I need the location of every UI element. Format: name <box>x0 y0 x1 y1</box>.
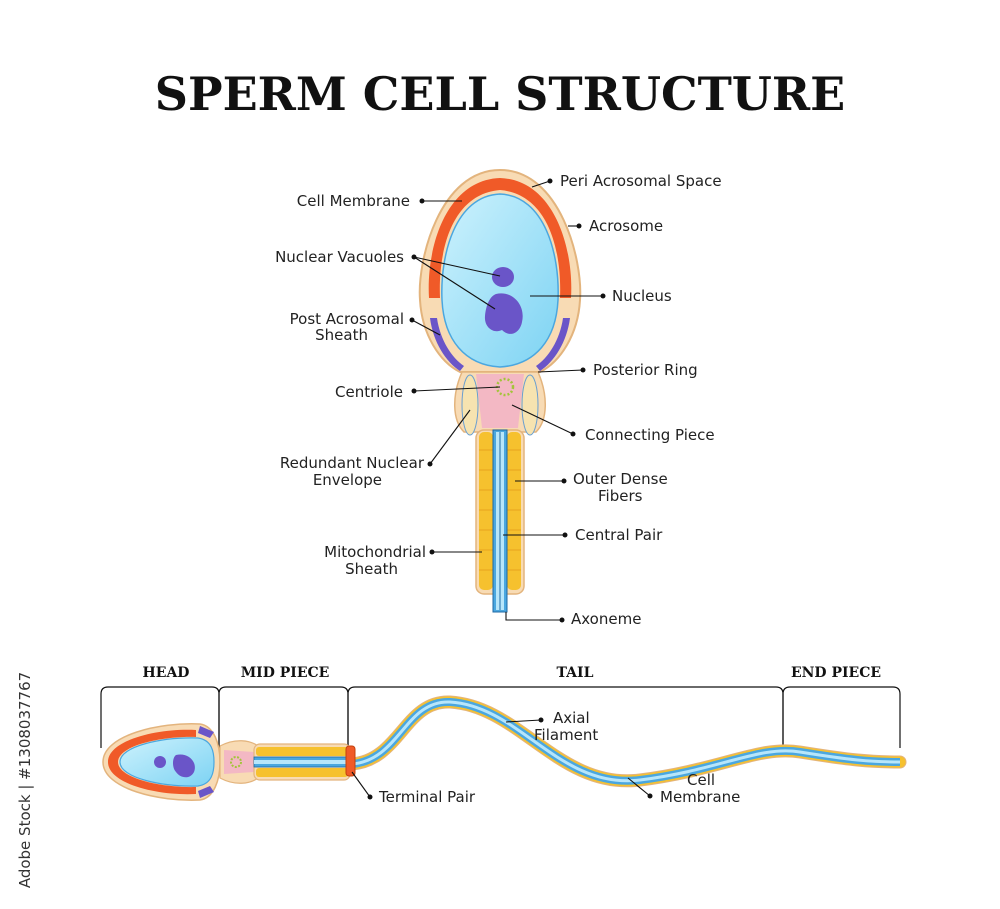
section-mid-piece: MID PIECE <box>241 665 330 681</box>
axial-filament-shape <box>351 697 901 785</box>
leader-lines-bottom <box>351 717 653 800</box>
connecting-piece-shape <box>476 374 524 428</box>
stock-watermark: Adobe Stock | #1308037767 <box>16 672 34 888</box>
label-post-acrosomal-2: Sheath <box>315 326 368 344</box>
label-outer-dense-1: Outer Dense <box>573 470 668 488</box>
vacuole-large <box>484 293 523 334</box>
sperm-head-detail <box>418 168 582 613</box>
label-acrosome: Acrosome <box>589 217 663 235</box>
label-centriole: Centriole <box>335 383 403 401</box>
vacuole-small <box>492 267 514 287</box>
mitochondrial-sheath-left <box>479 432 493 590</box>
label-nucleus: Nucleus <box>612 287 672 305</box>
label-axial-2: Filament <box>534 726 598 744</box>
mitochondrial-sheath-right <box>507 432 521 590</box>
label-axial-1: Axial <box>553 709 590 727</box>
redundant-envelope-left <box>461 374 479 436</box>
label-post-acrosomal-1: Post Acrosomal <box>290 310 404 328</box>
label-peri-acrosomal-space: Peri Acrosomal Space <box>560 172 722 190</box>
label-connecting-piece: Connecting Piece <box>585 426 715 444</box>
label-redundant-nuclear-1: Redundant Nuclear <box>280 454 425 472</box>
section-end-piece: END PIECE <box>791 665 881 681</box>
section-brackets <box>100 686 901 748</box>
redundant-envelope-right <box>521 374 539 436</box>
terminal-ring <box>345 745 356 777</box>
section-tail: TAIL <box>557 665 594 681</box>
label-central-pair: Central Pair <box>575 526 663 544</box>
labels-bottom: Axial Filament Terminal Pair Cell Membra… <box>378 709 740 806</box>
label-terminal-pair: Terminal Pair <box>378 788 476 806</box>
post-acrosomal-sheath-right <box>536 318 570 371</box>
tail-membrane <box>345 695 907 788</box>
label-mitochondrial-1: Mitochondrial <box>324 543 426 561</box>
label-outer-dense-2: Fibers <box>598 487 643 505</box>
label-cell-2: Membrane <box>660 788 740 806</box>
head-acrosome <box>108 729 196 795</box>
labels-right: Peri Acrosomal Space Acrosome Nucleus Po… <box>560 172 722 628</box>
page-title: SPERM CELL STRUCTURE <box>155 67 845 121</box>
section-headers: HEAD MID PIECE TAIL END PIECE <box>143 665 881 681</box>
mitochondria-segments <box>479 449 521 571</box>
sperm-full-body <box>102 695 907 801</box>
label-redundant-nuclear-2: Envelope <box>313 471 382 489</box>
label-cell-1: Cell <box>687 771 715 789</box>
label-cell-membrane: Cell Membrane <box>297 192 410 210</box>
label-nuclear-vacuoles: Nuclear Vacuoles <box>275 248 404 266</box>
post-acrosomal-sheath-left <box>430 318 464 371</box>
label-mitochondrial-2: Sheath <box>345 560 398 578</box>
label-axoneme: Axoneme <box>571 610 641 628</box>
section-head: HEAD <box>143 665 190 681</box>
labels-left: Cell Membrane Nuclear Vacuoles Post Acro… <box>275 192 426 578</box>
leader-lines-top <box>409 178 606 623</box>
label-posterior-ring: Posterior Ring <box>593 361 698 379</box>
